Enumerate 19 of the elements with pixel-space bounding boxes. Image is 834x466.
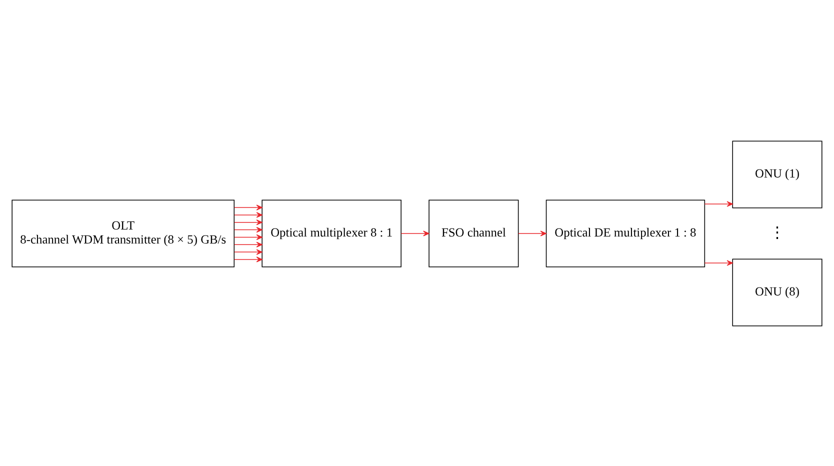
node-box: Optical DE multiplexer 1 : 8 — [546, 199, 706, 267]
label: ⋮ — [769, 224, 786, 241]
arrow — [518, 230, 546, 236]
node-box: ONU (8) — [732, 258, 822, 326]
node-box: OLT 8-channel WDM transmitter (8 × 5) GB/s — [12, 199, 235, 267]
arrow — [234, 219, 262, 225]
node-box: FSO channel — [428, 199, 519, 267]
arrow — [234, 234, 262, 240]
arrow — [234, 248, 262, 254]
arrow — [234, 256, 262, 262]
node-box: ONU (1) — [732, 140, 822, 208]
arrow — [234, 212, 262, 218]
arrow — [400, 230, 430, 236]
arrow — [234, 226, 262, 232]
arrow — [704, 200, 733, 206]
arrow — [234, 204, 262, 210]
node-box: Optical multiplexer 8 : 1 — [262, 199, 402, 267]
arrow — [704, 260, 733, 266]
arrow — [234, 241, 262, 247]
